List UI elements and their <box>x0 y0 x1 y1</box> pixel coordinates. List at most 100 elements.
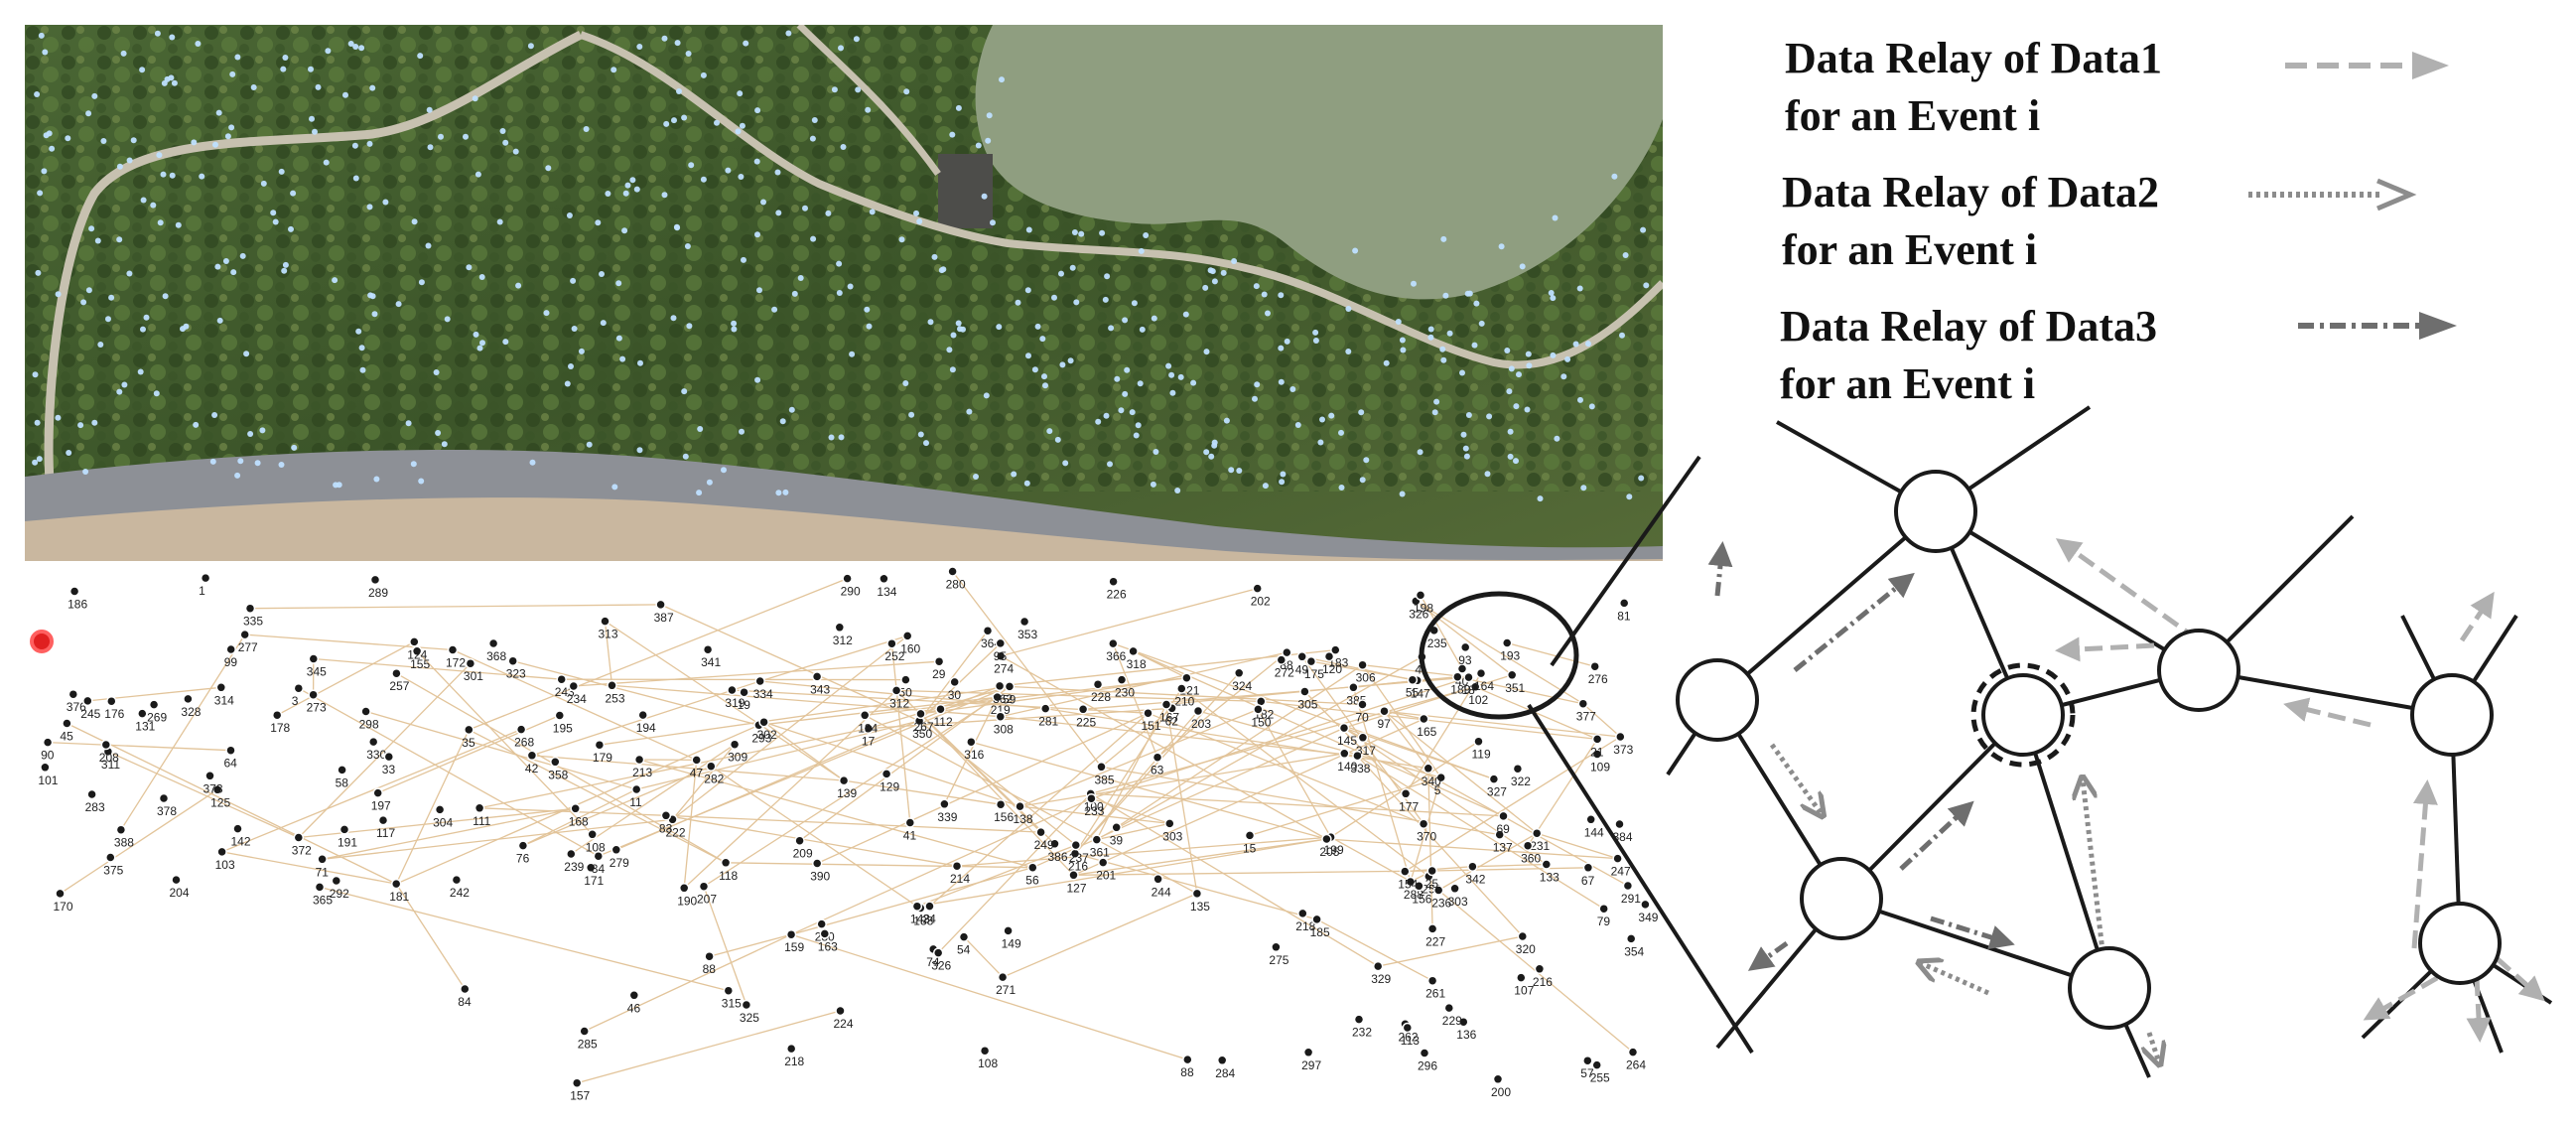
sensor-dot <box>1440 356 1447 363</box>
map-link <box>611 684 1001 718</box>
map-node-label: 306 <box>1356 671 1376 685</box>
network-link-stub <box>2197 514 2355 672</box>
map-node <box>148 699 160 710</box>
map-link <box>107 751 300 839</box>
map-node-label: 285 <box>578 1038 598 1052</box>
sensor-dot <box>278 462 285 468</box>
map-node-label: 160 <box>900 641 920 655</box>
map-node <box>655 599 666 611</box>
sensor-dot <box>1118 407 1125 414</box>
map-node <box>995 637 1007 649</box>
map-node <box>1458 1016 1469 1028</box>
dam-structure <box>938 154 993 228</box>
map-node <box>958 931 970 942</box>
sensor-dot <box>927 319 934 326</box>
map-node-label: 181 <box>389 890 409 904</box>
map-node <box>1585 814 1596 825</box>
map-node-label: 330 <box>366 748 386 762</box>
map-node <box>515 724 527 735</box>
sensor-dot <box>1095 418 1102 425</box>
map-node <box>660 810 672 821</box>
sensor-dot <box>785 30 792 37</box>
map-node <box>1068 870 1079 881</box>
sensor-dot <box>229 70 236 77</box>
sensor-dot <box>1168 371 1175 378</box>
sensor-dot <box>1498 243 1505 250</box>
map-node <box>216 846 227 858</box>
map-node-label: 209 <box>793 847 813 861</box>
map-node <box>1407 674 1419 685</box>
map-node-label: 168 <box>569 814 589 828</box>
map-node-label: 137 <box>1493 841 1513 855</box>
map-node <box>105 852 116 863</box>
sensor-dot <box>1640 226 1647 233</box>
sensor-dot <box>1190 379 1197 386</box>
map-node <box>995 711 1007 722</box>
map-node-label: 195 <box>553 722 573 736</box>
map-link <box>605 621 845 781</box>
sensor-dot <box>1433 398 1440 405</box>
map-node-label: 388 <box>114 836 134 850</box>
map-node-label: 183 <box>1328 656 1348 670</box>
sensor-dot <box>1289 386 1296 392</box>
sensor-dot <box>222 258 229 264</box>
sensor-dot <box>309 115 315 122</box>
sensor-dot <box>234 54 241 61</box>
sensor-dot <box>1550 295 1557 302</box>
aerial-photo <box>25 25 1663 561</box>
relay-arrow-dashdot <box>1930 916 2015 949</box>
sensor-dot <box>156 152 163 159</box>
map-node <box>637 709 648 721</box>
map-node-label: 95 <box>994 649 1008 663</box>
map-node-label: 88 <box>703 962 717 976</box>
map-node <box>1498 810 1509 822</box>
map-node-label: 303 <box>1448 895 1468 909</box>
sensor-dot <box>418 478 425 485</box>
map-node-label: 204 <box>170 886 190 900</box>
sensor-dot <box>1046 428 1053 435</box>
sensor-dot <box>116 163 123 170</box>
sensor-dot <box>211 412 218 418</box>
sensor-dot <box>411 218 418 225</box>
map-node <box>593 850 605 862</box>
map-node-label: 225 <box>1076 715 1096 729</box>
sensor-dot <box>1473 300 1480 307</box>
sensor-dot <box>34 91 41 97</box>
sensor-dot <box>171 79 178 86</box>
map-node-label: 313 <box>599 628 618 641</box>
map-node-label: 281 <box>1038 715 1058 729</box>
map-node <box>979 1045 991 1057</box>
sensor-dot <box>1622 252 1629 258</box>
map-node-label: 79 <box>1597 915 1611 928</box>
map-node-label: 172 <box>446 656 466 670</box>
map-node-label: 229 <box>1442 1014 1462 1028</box>
network-node-bottom-right <box>2068 946 2151 1030</box>
map-node-label: 136 <box>1456 1028 1476 1042</box>
sensor-dot <box>1211 442 1218 449</box>
map-node <box>995 650 1007 661</box>
map-node-label: 76 <box>516 852 530 866</box>
sensor-dot <box>1133 432 1140 439</box>
sensor-dot <box>739 122 746 129</box>
map-node <box>1372 960 1384 972</box>
sensor-dot <box>725 167 732 174</box>
map-link <box>1019 708 1259 807</box>
sensor-dot <box>663 120 670 127</box>
map-link <box>763 721 845 781</box>
sensor-dot <box>1478 320 1485 327</box>
map-link <box>1091 676 1469 799</box>
network-link-stub <box>2400 615 2454 716</box>
map-node <box>1516 972 1527 983</box>
sensor-dot <box>809 135 816 142</box>
sensor-dot <box>855 86 862 93</box>
map-node <box>1091 834 1103 845</box>
network-link-stub <box>1934 405 2092 513</box>
map-node-label: 194 <box>636 721 656 735</box>
map-link <box>573 660 940 687</box>
map-node <box>704 950 715 962</box>
map-node <box>451 874 463 886</box>
map-node <box>225 643 236 655</box>
map-node-label: 326 <box>1409 607 1428 621</box>
sensor-dot <box>681 388 688 395</box>
sensor-dot <box>143 314 150 321</box>
